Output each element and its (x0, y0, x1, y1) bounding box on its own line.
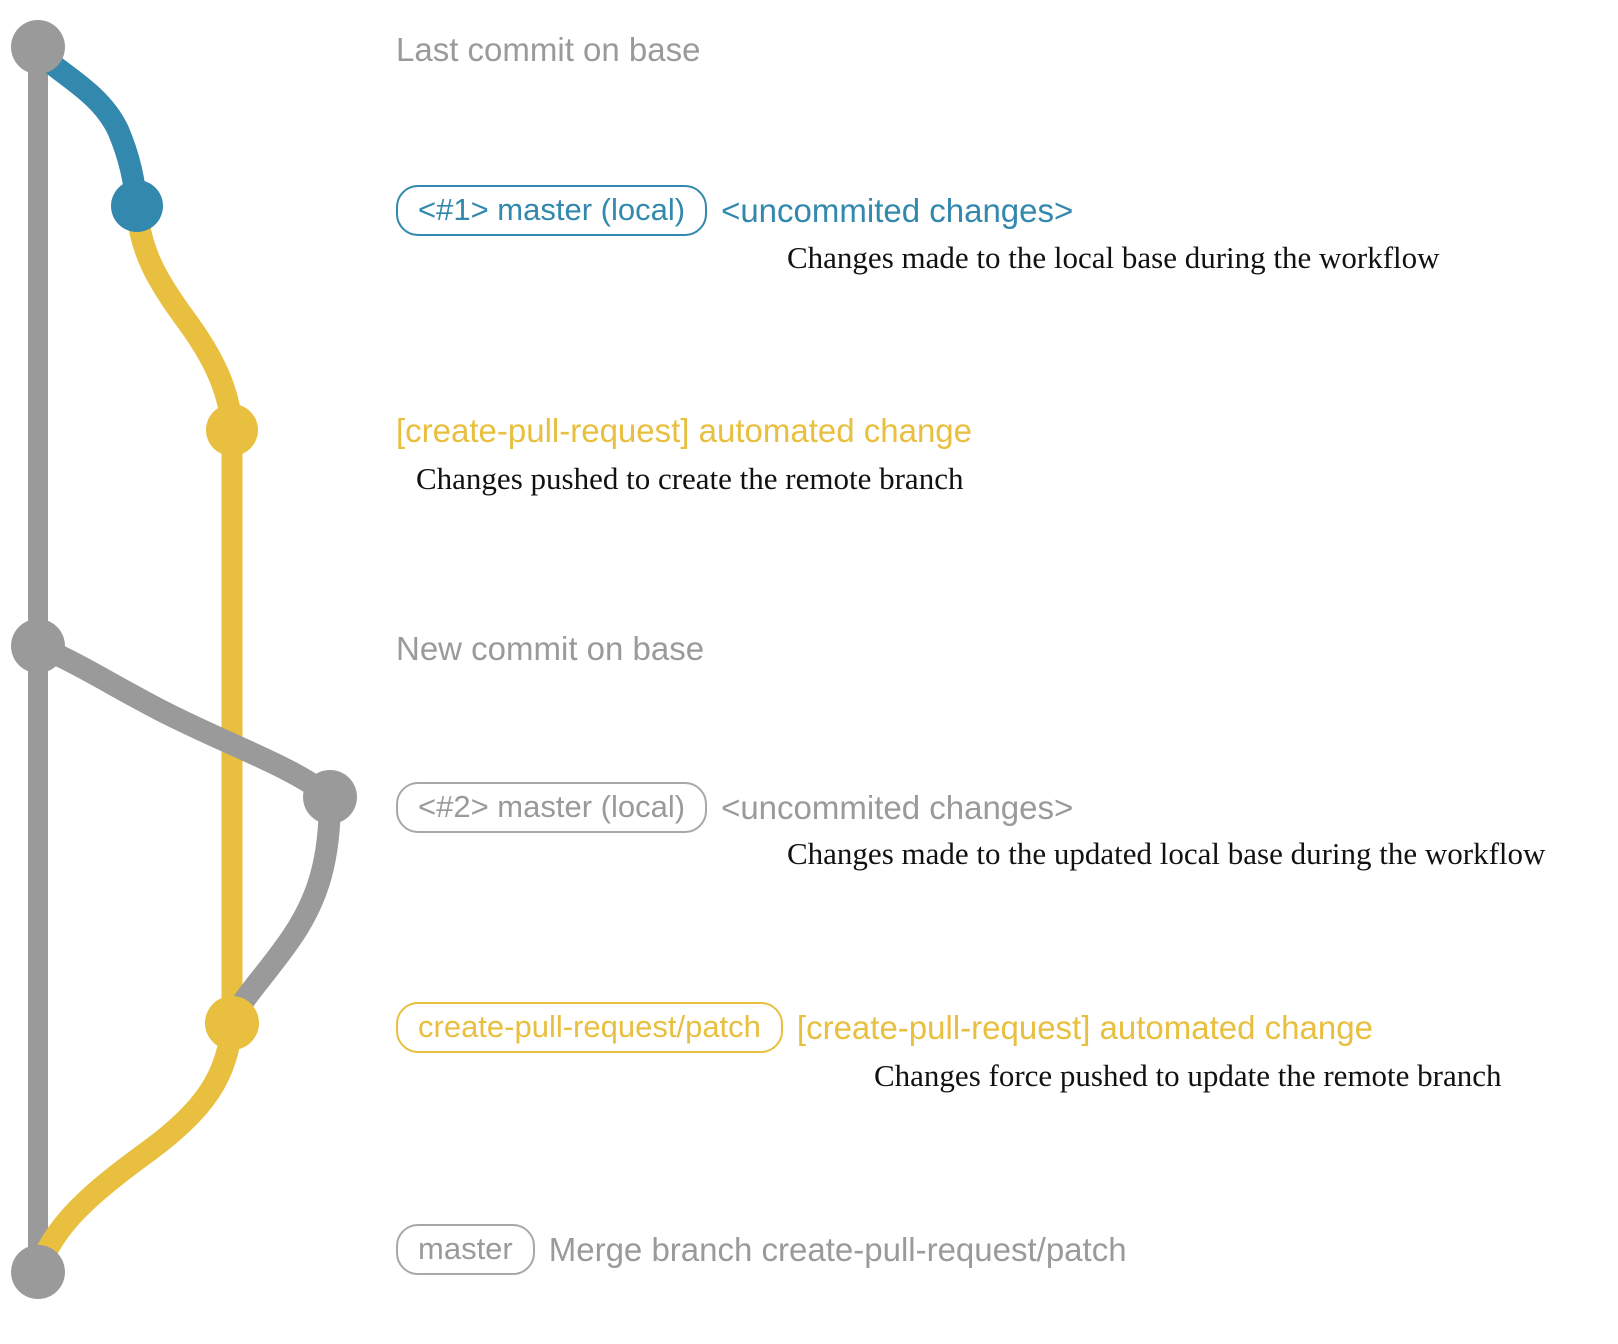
commit-subject: <uncommited changes> (721, 192, 1074, 229)
commit-row-patch-commit-2: create-pull-request/patch [create-pull-r… (396, 1002, 1373, 1053)
local-branch-line-2 (27, 635, 341, 808)
commit-subject: [create-pull-request] automated change (796, 1009, 1373, 1046)
commit-node-patch-2 (205, 996, 259, 1050)
merge-line (27, 1012, 243, 1283)
commit-subject: New commit on base (396, 630, 705, 667)
commit-row-patch-commit-1: [create-pull-request] automated change (396, 414, 972, 447)
local-branch-line-1 (27, 41, 148, 217)
commit-node-local-1 (111, 180, 163, 232)
branch-badge-master-local-1[interactable]: <#1> master (local) (396, 185, 708, 236)
commit-row-merge-commit: master Merge branch create-pull-request/… (396, 1224, 1127, 1275)
commit-node-patch-1 (206, 404, 258, 456)
commit-row-local-commit-1: <#1> master (local) <uncommited changes> (396, 185, 1073, 236)
commit-node-base-1 (11, 20, 65, 74)
commit-description: Changes pushed to create the remote bran… (416, 461, 964, 496)
commit-node-base-2 (11, 619, 65, 673)
branch-badge-master[interactable]: master (396, 1224, 535, 1275)
patch-branch-line-2 (221, 786, 341, 1034)
patch-branch-line-1 (126, 195, 243, 441)
commit-node-base-3 (11, 1245, 65, 1299)
branch-badge-create-pull-request-patch[interactable]: create-pull-request/patch (396, 1002, 783, 1053)
branch-badge-master-local-2[interactable]: <#2> master (local) (396, 782, 708, 833)
commit-row-last-commit-on-base: Last commit on base (396, 33, 700, 66)
commit-subject: Last commit on base (396, 31, 701, 68)
commit-subject: Merge branch create-pull-request/patch (548, 1231, 1127, 1268)
commit-description: Changes force pushed to update the remot… (874, 1058, 1502, 1093)
commit-subject: <uncommited changes> (721, 789, 1074, 826)
commit-node-local-2 (303, 770, 357, 824)
commit-description: Changes made to the updated local base d… (787, 836, 1546, 871)
commit-row-new-commit-on-base: New commit on base (396, 632, 704, 665)
commit-description: Changes made to the local base during th… (787, 240, 1440, 275)
commit-subject: [create-pull-request] automated change (396, 412, 973, 449)
commit-row-local-commit-2: <#2> master (local) <uncommited changes> (396, 782, 1073, 833)
